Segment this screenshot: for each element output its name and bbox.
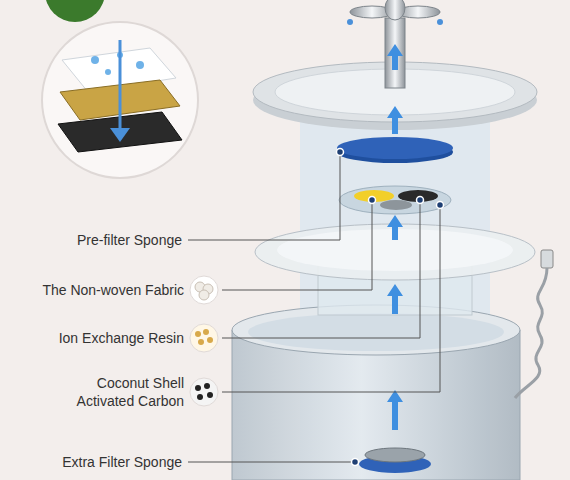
label-icons: [195, 385, 201, 391]
filter-cartridge: [380, 200, 412, 210]
filter-inset: [42, 22, 198, 178]
leader-lines: [188, 462, 355, 463]
leader-lines: [188, 152, 440, 462]
usb-cable: [541, 250, 553, 268]
usb-cable: [515, 250, 553, 398]
filter-cartridge: [339, 186, 451, 214]
leader-dots: [369, 197, 376, 204]
spout: [437, 19, 443, 25]
leader-dots: [337, 149, 444, 466]
leader-lines: [222, 200, 420, 338]
label-icons: [190, 324, 218, 352]
pump-sponge: [365, 448, 425, 462]
leader-dots: [417, 197, 424, 204]
leader-lines: [188, 152, 340, 240]
water-tank: [248, 313, 504, 351]
leader-dots: [337, 149, 344, 156]
flow-arrows: [387, 44, 403, 70]
spout: [385, 18, 405, 88]
part-label: Extra Filter Sponge: [12, 453, 182, 471]
label-icons: [207, 392, 213, 398]
label-icons: [197, 394, 203, 400]
pre-filter-disk: [337, 137, 453, 163]
flow-arrows: [387, 106, 403, 134]
label-icons: [190, 378, 218, 406]
leader-dots: [437, 202, 444, 209]
flow-arrows: [387, 284, 403, 314]
label-icons: [203, 329, 209, 335]
part-label: Pre-filter Sponge: [12, 231, 182, 249]
filter-cartridge: [339, 186, 451, 214]
filter-inset: [136, 61, 144, 69]
label-icons: [190, 276, 218, 304]
label-icons: [195, 331, 201, 337]
leader-dots: [352, 459, 359, 466]
label-icons: [190, 276, 218, 406]
spout: [347, 0, 443, 88]
pre-filter-disk: [337, 137, 453, 159]
label-icons: [199, 290, 209, 300]
brand-badge: [45, 0, 105, 22]
part-label: Coconut Shell Activated Carbon: [62, 374, 184, 410]
filter-inset: [91, 56, 99, 64]
spout: [347, 19, 353, 25]
label-icons: [207, 337, 213, 343]
pump-sponge: [359, 448, 431, 473]
filter-inset: [105, 69, 111, 75]
filter-inset: [110, 128, 130, 142]
filter-inset: [42, 22, 198, 178]
part-label: Ion Exchange Resin: [4, 329, 184, 347]
leader-lines: [222, 205, 440, 392]
label-icons: [198, 339, 204, 345]
label-icons: [204, 383, 210, 389]
flow-arrows: [387, 44, 403, 430]
brand-badge: [45, 0, 105, 22]
leader-lines: [222, 200, 372, 290]
part-label: The Non-woven Fabric: [4, 281, 184, 299]
spout: [385, 0, 405, 20]
usb-cable: [515, 268, 547, 398]
flow-arrows: [387, 215, 403, 240]
flow-arrows: [387, 390, 403, 430]
filter-inset: [119, 40, 122, 130]
